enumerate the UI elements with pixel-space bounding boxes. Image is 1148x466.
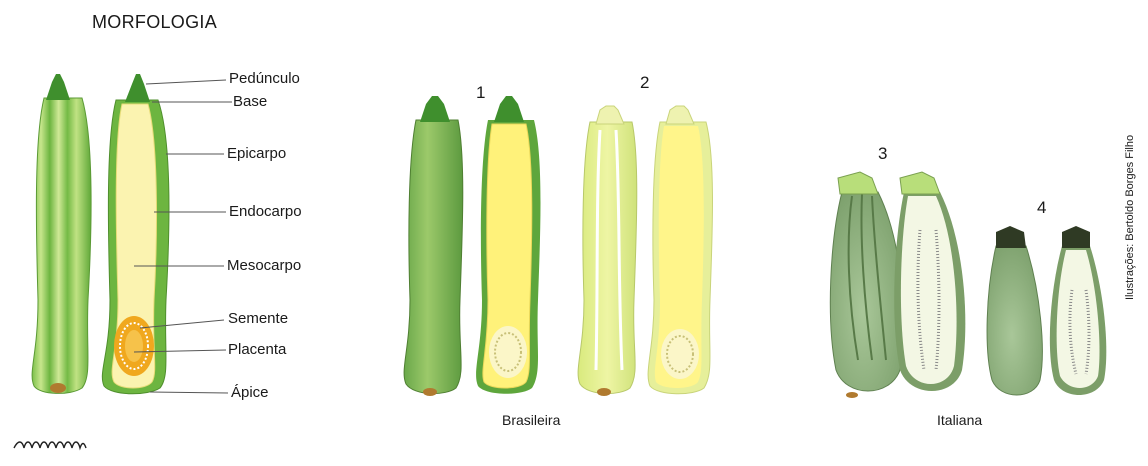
label-mesocarp: Mesocarpo: [227, 257, 301, 274]
label-apex: Ápice: [231, 384, 269, 401]
morphology-whole-fruit: [32, 74, 91, 393]
label-base: Base: [233, 93, 267, 110]
illustration-credit: Ilustrações: Bertoldo Borges Filho: [1124, 135, 1136, 300]
variety-2-cut: [648, 106, 712, 394]
label-seed: Semente: [228, 310, 288, 327]
variety-3-cut: [894, 172, 965, 391]
label-peduncle: Pedúnculo: [229, 70, 300, 87]
variety-number-1: 1: [476, 83, 485, 103]
label-epicarp: Epicarpo: [227, 145, 286, 162]
variety-number-2: 2: [640, 73, 649, 93]
variety-number-4: 4: [1037, 198, 1046, 218]
variety-1-whole: [404, 96, 463, 396]
artist-signature: [14, 442, 86, 448]
caption-italiana: Italiana: [937, 412, 982, 428]
variety-2-whole: [578, 106, 637, 396]
variety-4-cut: [1050, 226, 1106, 395]
variety-4-whole: [987, 226, 1042, 395]
caption-brasileira: Brasileira: [502, 412, 560, 428]
variety-1-cut: [476, 96, 540, 394]
variety-number-3: 3: [878, 144, 887, 164]
diagram-title: MORFOLOGIA: [92, 12, 217, 33]
label-endocarp: Endocarpo: [229, 203, 302, 220]
label-placenta: Placenta: [228, 341, 286, 358]
variety-3-whole: [830, 172, 903, 398]
morphology-cut-fruit: [102, 74, 169, 394]
